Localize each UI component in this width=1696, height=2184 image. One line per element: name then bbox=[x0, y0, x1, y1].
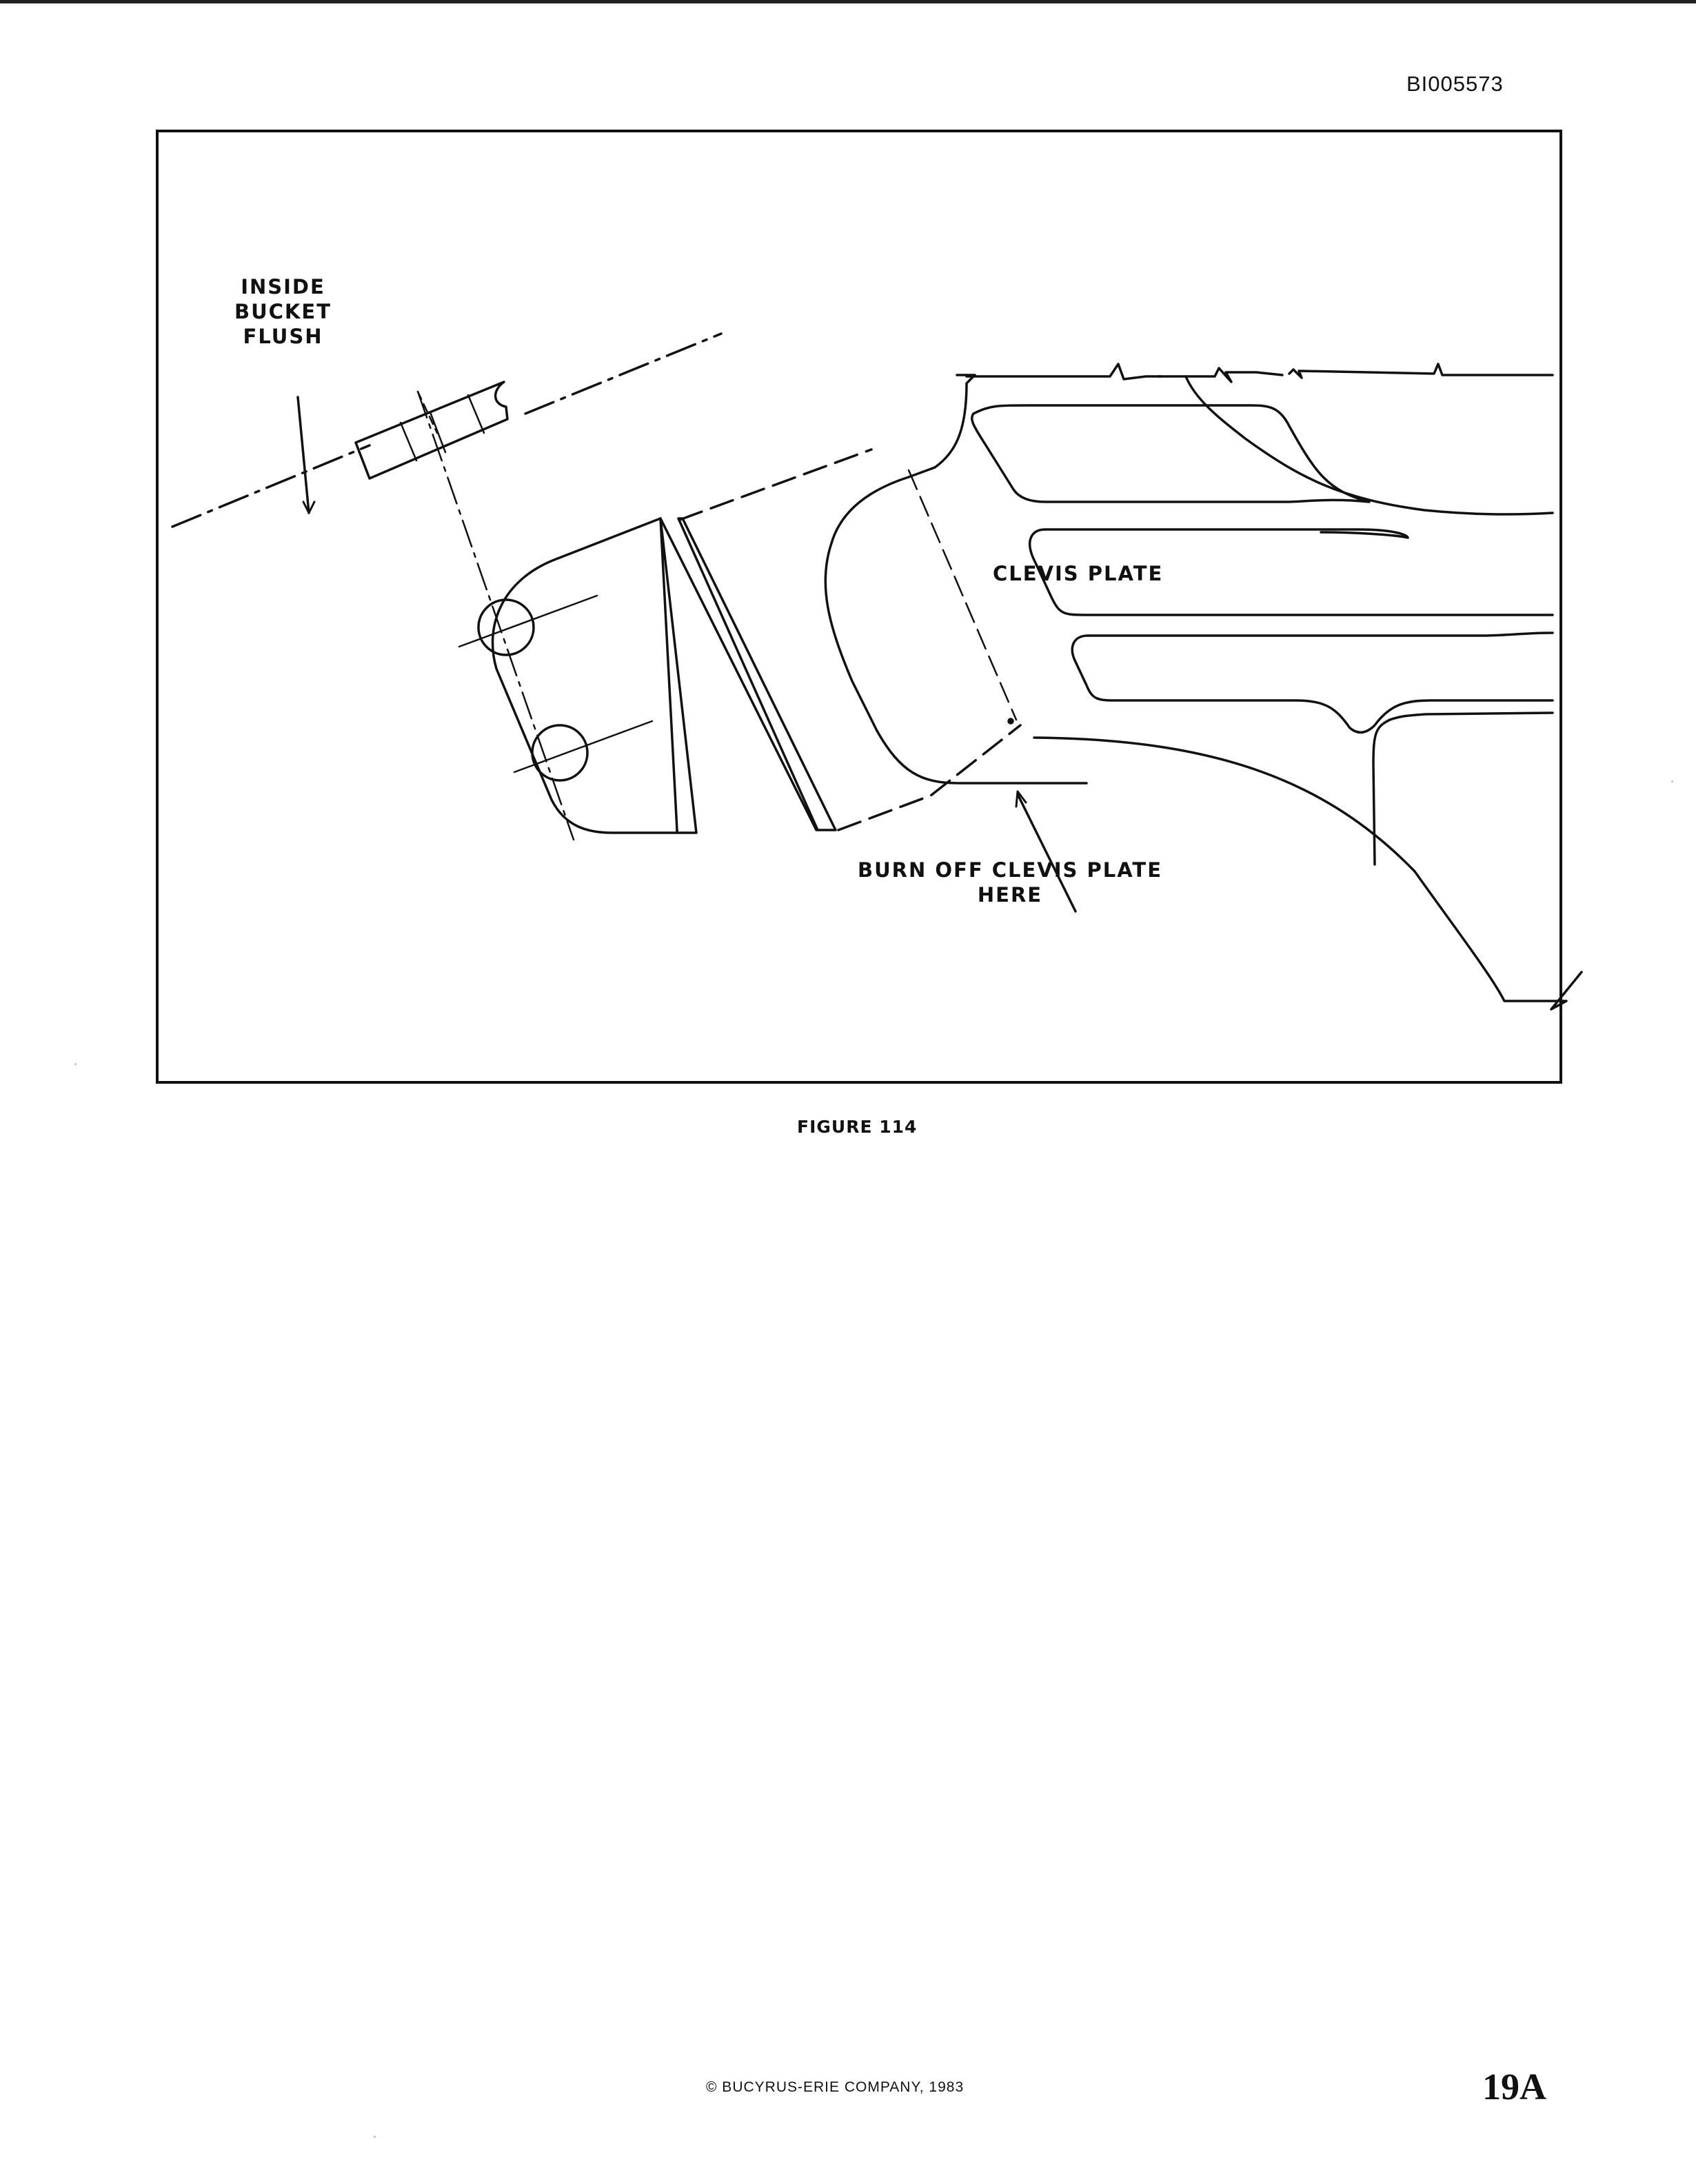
label-line: INSIDE bbox=[241, 275, 325, 299]
leader-arrows bbox=[296, 396, 1077, 913]
document-id: BI005573 bbox=[1406, 72, 1504, 96]
label-clevis-plate: CLEVIS PLATE bbox=[993, 562, 1164, 585]
label-burn-off: BURN OFF CLEVIS PLATE HERE bbox=[858, 858, 1162, 907]
figure-frame: INSIDE BUCKET FLUSH CLEVIS PLATE BURN OF… bbox=[156, 130, 1583, 1084]
label-line: FLUSH bbox=[243, 325, 323, 348]
pin-projection-line bbox=[416, 390, 575, 841]
label-line: BUCKET bbox=[234, 300, 332, 323]
page-number: 19A bbox=[1482, 2066, 1546, 2107]
detached-plate bbox=[458, 517, 837, 834]
label-inside-bucket-flush: INSIDE BUCKET FLUSH bbox=[234, 274, 332, 349]
section-view bbox=[354, 381, 509, 480]
clevis-body bbox=[824, 363, 1583, 1011]
top-border-rule bbox=[0, 0, 1696, 3]
bucket-flush-centerline bbox=[171, 332, 723, 528]
figure-caption: FIGURE 114 bbox=[797, 1117, 918, 1137]
label-line: BURN OFF CLEVIS PLATE bbox=[858, 858, 1163, 882]
clevis-plate-drawing bbox=[171, 332, 1583, 1011]
clevis-slots bbox=[971, 404, 1554, 866]
copyright-notice: © BUCYRUS-ERIE COMPANY, 1983 bbox=[706, 2079, 965, 2095]
scan-speck bbox=[374, 2136, 376, 2138]
scan-speck bbox=[1671, 780, 1673, 782]
scan-speck bbox=[74, 1063, 77, 1065]
burn-off-cut-line bbox=[907, 469, 1018, 721]
centerline-tick bbox=[1007, 718, 1014, 725]
label-line: HERE bbox=[977, 883, 1043, 907]
projection-dashes bbox=[678, 448, 1022, 831]
